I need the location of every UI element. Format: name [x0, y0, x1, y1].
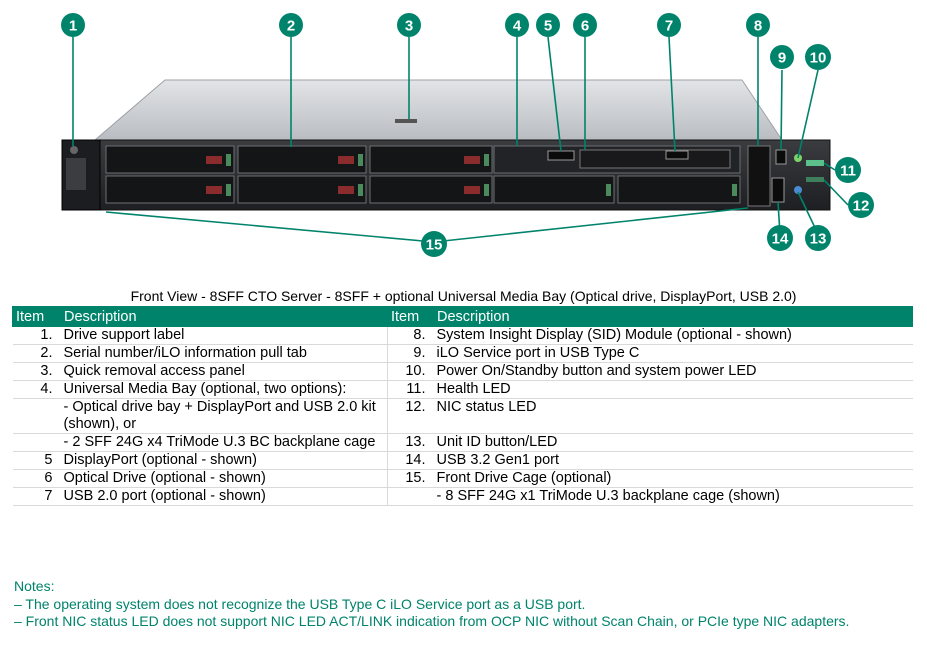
item-description: iLO Service port in USB Type C [433, 344, 913, 363]
note-item: – Front NIC status LED does not support … [14, 613, 850, 629]
callout-8: 8 [746, 13, 770, 37]
optical-drive [579, 149, 731, 169]
item-number: 15. [387, 469, 434, 488]
callout-13: 13 [805, 225, 831, 251]
displayport-port [547, 150, 575, 161]
item-number [387, 487, 434, 506]
item-description: System Insight Display (SID) Module (opt… [433, 326, 913, 345]
svg-text:7: 7 [665, 18, 673, 35]
svg-text:1: 1 [69, 18, 77, 35]
item-number: 10. [387, 362, 434, 381]
item-number: 7 [12, 487, 61, 506]
uid-button [794, 186, 802, 194]
item-number: 1. [12, 326, 61, 345]
notes-title: Notes: [14, 578, 55, 594]
header-item-right: Item [387, 306, 434, 327]
callout-3: 3 [397, 13, 421, 37]
nic-status-led [806, 177, 824, 182]
health-led [806, 160, 824, 166]
item-description: Front Drive Cage (optional) [433, 469, 913, 488]
usb3-port [771, 177, 785, 203]
item-number: 12. [387, 398, 434, 434]
table-row: 3. Quick removal access panel 10. Power … [12, 362, 913, 381]
table-row: 4. Universal Media Bay (optional, two op… [12, 380, 913, 399]
callout-7: 7 [657, 13, 681, 37]
figure-caption: Front View - 8SFF CTO Server - 8SFF + op… [130, 288, 797, 304]
item-number: 6 [12, 469, 61, 488]
item-description: - Optical drive bay + DisplayPort and US… [60, 398, 388, 434]
item-description: Power On/Standby button and system power… [433, 362, 913, 381]
item-description: Unit ID button/LED [433, 433, 913, 452]
svg-text:6: 6 [581, 18, 589, 35]
svg-text:14: 14 [772, 231, 789, 248]
component-table: Item Description Item Description 1. Dri… [12, 306, 913, 506]
svg-text:8: 8 [754, 18, 762, 35]
callout-1: 1 [61, 13, 85, 37]
item-number [12, 398, 61, 434]
server-top-lid [93, 79, 783, 141]
table-row: 5 DisplayPort (optional - shown) 14. USB… [12, 451, 913, 470]
item-description: Universal Media Bay (optional, two optio… [60, 380, 388, 399]
usb2-port [665, 150, 689, 160]
svg-text:2: 2 [287, 18, 295, 35]
item-description: NIC status LED [433, 398, 913, 434]
table-row: - Optical drive bay + DisplayPort and US… [12, 398, 913, 434]
callout-4: 4 [505, 13, 529, 37]
server-front-view-diagram: 1 2 3 4 5 6 7 8 9 10 11 12 13 14 15 [61, 13, 874, 257]
note-item: – The operating system does not recogniz… [14, 595, 586, 612]
item-number: 4. [12, 380, 61, 399]
item-description: Serial number/iLO information pull tab [60, 344, 388, 363]
callout-6: 6 [573, 13, 597, 37]
svg-text:11: 11 [840, 163, 856, 180]
svg-text:13: 13 [810, 231, 827, 248]
table-row: 7 USB 2.0 port (optional - shown) - 8 SF… [12, 487, 913, 506]
table-row: 2. Serial number/iLO information pull ta… [12, 344, 913, 363]
item-number: 3. [12, 362, 61, 381]
item-number: 2. [12, 344, 61, 363]
item-number: 13. [387, 433, 434, 452]
ilo-service-port [775, 149, 787, 165]
svg-text:12: 12 [853, 198, 870, 215]
item-description: USB 2.0 port (optional - shown) [60, 487, 388, 506]
table-header-row: Item Description Item Description [12, 306, 913, 327]
svg-text:3: 3 [405, 18, 413, 35]
header-description-left: Description [60, 306, 388, 327]
table-row: - 2 SFF 24G x4 TriMode U.3 BC backplane … [12, 433, 913, 452]
callout-11: 11 [835, 157, 861, 183]
callout-leaders [72, 36, 849, 243]
notes-section: Notes: – The operating system does not r… [14, 578, 914, 631]
svg-text:15: 15 [426, 237, 443, 254]
item-description: DisplayPort (optional - shown) [60, 451, 388, 470]
item-description: Health LED [433, 380, 913, 399]
header-item-left: Item [12, 306, 61, 327]
item-number: 11. [387, 380, 434, 399]
callout-5: 5 [536, 13, 560, 37]
callout-15: 15 [421, 231, 447, 257]
callout-12: 12 [848, 192, 874, 218]
item-number: 14. [387, 451, 434, 470]
item-description: USB 3.2 Gen1 port [433, 451, 913, 470]
svg-text:9: 9 [778, 50, 786, 67]
item-number [12, 433, 61, 452]
table-row: 1. Drive support label 8. System Insight… [12, 326, 913, 345]
svg-text:5: 5 [544, 18, 552, 35]
callout-2: 2 [279, 13, 303, 37]
svg-text:10: 10 [810, 50, 827, 67]
sid-module [747, 145, 771, 207]
callout-14: 14 [767, 225, 793, 251]
callout-10: 10 [805, 44, 831, 70]
item-number: 5 [12, 451, 61, 470]
item-description: - 8 SFF 24G x1 TriMode U.3 backplane cag… [433, 487, 913, 506]
item-number: 8. [387, 326, 434, 345]
callout-9: 9 [770, 45, 794, 69]
item-description: Optical Drive (optional - shown) [60, 469, 388, 488]
header-description-right: Description [433, 306, 913, 327]
table-row: 6 Optical Drive (optional - shown) 15. F… [12, 469, 913, 488]
item-description: Quick removal access panel [60, 362, 388, 381]
item-number: 9. [387, 344, 434, 363]
item-description: - 2 SFF 24G x4 TriMode U.3 BC backplane … [60, 433, 388, 452]
quick-removal-panel [395, 119, 417, 123]
item-description: Drive support label [60, 326, 388, 345]
svg-text:4: 4 [513, 18, 522, 35]
